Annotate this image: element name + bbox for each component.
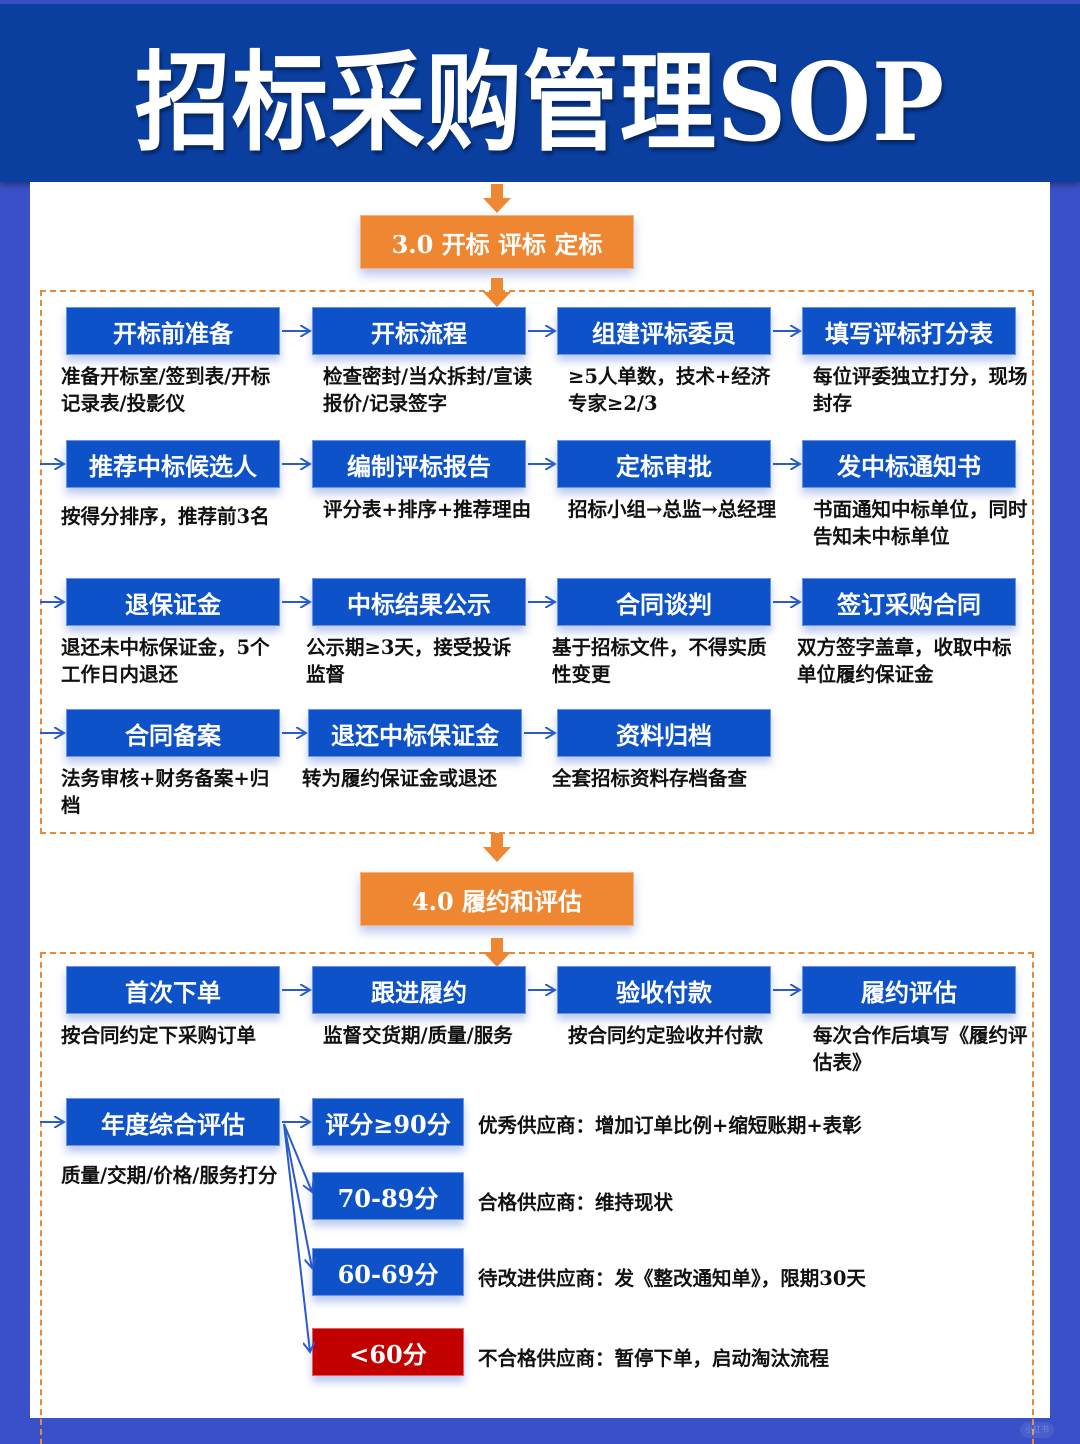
- grade-result: 待改进供应商：发《整改通知单》，限期30天: [478, 1267, 866, 1290]
- grade-label: 60-69分: [337, 1259, 439, 1289]
- down-arrow-icon: [483, 278, 511, 307]
- step-title: 编制评标报告: [347, 451, 491, 481]
- grade-label: 评分≥90分: [325, 1109, 451, 1139]
- grade-result: 不合格供应商：暂停下单，启动淘汰流程: [478, 1347, 830, 1370]
- down-arrow-icon: [483, 938, 511, 967]
- step-recommend-candidate: 推荐中标候选人: [66, 440, 280, 488]
- step-return-bid-deposit: 退还中标保证金: [308, 709, 522, 757]
- step-title: 签订采购合同: [837, 589, 981, 619]
- step-desc: 检查密封/当众拆封/宣读报价/记录签字: [323, 365, 533, 415]
- step-scoring-sheet: 填写评标打分表: [802, 307, 1016, 355]
- grade-qualified: 70-89分: [312, 1172, 464, 1220]
- step-acceptance-payment: 验收付款: [557, 966, 771, 1014]
- step-desc: 退还未中标保证金，5个工作日内退还: [61, 636, 270, 686]
- step-title: 退保证金: [125, 589, 221, 619]
- grade-result: 合格供应商：维持现状: [478, 1191, 674, 1214]
- step-desc: 质量/交期/价格/服务打分: [61, 1164, 278, 1187]
- step-title: 跟进履约: [371, 977, 467, 1007]
- grade-label: 70-89分: [337, 1183, 439, 1213]
- stage-3-label: 3.0 开标 评标 定标: [391, 229, 603, 259]
- step-title: 填写评标打分表: [825, 318, 993, 348]
- step-archive-documents: 资料归档: [557, 709, 771, 757]
- title-banner: 招标采购管理SOP: [0, 4, 1080, 182]
- step-desc: 基于招标文件，不得实质性变更: [552, 636, 767, 686]
- watermark: 小红书: [1020, 1422, 1054, 1438]
- step-desc: 按得分排序，推荐前3名: [61, 505, 270, 528]
- step-pre-opening: 开标前准备: [66, 307, 280, 355]
- step-opening-process: 开标流程: [312, 307, 526, 355]
- step-desc: 双方签字盖章，收取中标单位履约保证金: [797, 636, 1012, 686]
- step-desc: 准备开标室/签到表/开标记录表/投影仪: [61, 365, 271, 415]
- step-desc: ≥5人单数，技术+经济专家≥2/3: [568, 365, 771, 415]
- step-desc: 按合同约定验收并付款: [568, 1024, 764, 1047]
- step-title: 合同谈判: [616, 589, 712, 619]
- step-desc: 每次合作后填写《履约评估表》: [813, 1024, 1028, 1074]
- stage-3-frame: [40, 290, 1034, 834]
- step-title: 年度综合评估: [101, 1109, 245, 1139]
- step-title: 开标前准备: [113, 318, 233, 348]
- step-sign-contract: 签订采购合同: [802, 578, 1016, 626]
- page-title: 招标采购管理SOP: [134, 38, 946, 166]
- step-title: 组建评标委员: [592, 318, 736, 348]
- step-title: 履约评估: [861, 977, 957, 1007]
- step-contract-filing: 合同备案: [66, 709, 280, 757]
- step-title: 合同备案: [125, 720, 221, 750]
- step-desc: 评分表+排序+推荐理由: [323, 498, 532, 521]
- step-desc: 监督交货期/质量/服务: [323, 1024, 513, 1047]
- step-desc: 书面通知中标单位，同时告知未中标单位: [813, 498, 1028, 548]
- grade-excellent: 评分≥90分: [312, 1098, 464, 1146]
- step-contract-negotiation: 合同谈判: [557, 578, 771, 626]
- stage-4-header: 4.0 履约和评估: [360, 872, 634, 926]
- step-title: 验收付款: [616, 977, 712, 1007]
- stage-3-header: 3.0 开标 评标 定标: [360, 215, 634, 269]
- down-arrow-icon: [483, 833, 511, 862]
- step-title: 发中标通知书: [837, 451, 981, 481]
- grade-improve: 60-69分: [312, 1248, 464, 1296]
- grade-label: <60分: [349, 1339, 427, 1369]
- step-desc: 公示期≥3天，接受投诉监督: [306, 636, 512, 686]
- step-desc: 全套招标资料存档备查: [552, 767, 748, 790]
- stage-4-label: 4.0 履约和评估: [411, 886, 583, 916]
- down-arrow-icon: [483, 184, 511, 213]
- step-first-order: 首次下单: [66, 966, 280, 1014]
- step-performance-evaluation: 履约评估: [802, 966, 1016, 1014]
- step-desc: 招标小组→总监→总经理: [568, 498, 777, 521]
- step-title: 中标结果公示: [347, 589, 491, 619]
- step-result-announcement: 中标结果公示: [312, 578, 526, 626]
- grade-unqualified: <60分: [312, 1328, 464, 1376]
- step-annual-evaluation: 年度综合评估: [66, 1098, 280, 1146]
- step-title: 首次下单: [125, 977, 221, 1007]
- stage-4-frame: [40, 952, 1034, 1444]
- step-title: 开标流程: [371, 318, 467, 348]
- step-track-performance: 跟进履约: [312, 966, 526, 1014]
- grade-result: 优秀供应商：增加订单比例+缩短账期+表彰: [478, 1114, 862, 1137]
- step-refund-deposit: 退保证金: [66, 578, 280, 626]
- step-title: 资料归档: [616, 720, 712, 750]
- step-title: 退还中标保证金: [331, 720, 499, 750]
- step-desc: 每位评委独立打分，现场封存: [813, 365, 1028, 415]
- step-form-committee: 组建评标委员: [557, 307, 771, 355]
- step-title: 定标审批: [616, 451, 712, 481]
- step-award-approval: 定标审批: [557, 440, 771, 488]
- step-desc: 法务审核+财务备案+归档: [61, 767, 270, 817]
- content-panel: 3.0 开标 评标 定标 开标前准备 准备开标室/签到表/开标记录表/投影仪 开…: [30, 182, 1050, 1444]
- step-desc: 转为履约保证金或退还: [302, 767, 498, 790]
- step-desc: 按合同约定下采购订单: [61, 1024, 257, 1047]
- step-evaluation-report: 编制评标报告: [312, 440, 526, 488]
- step-title: 推荐中标候选人: [89, 451, 257, 481]
- step-award-notice: 发中标通知书: [802, 440, 1016, 488]
